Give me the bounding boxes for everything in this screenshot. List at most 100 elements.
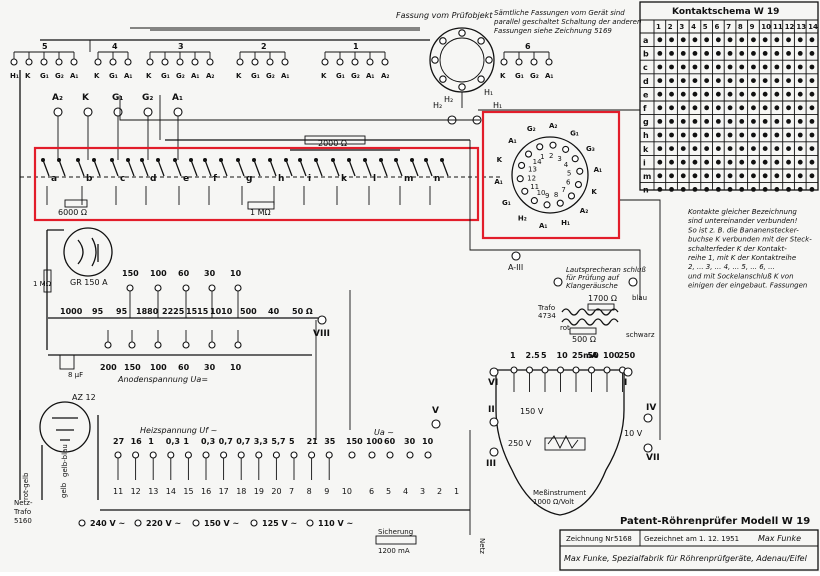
ua-socket[interactable] xyxy=(104,341,112,349)
switch-blade[interactable] xyxy=(58,159,66,177)
uf-socket[interactable] xyxy=(184,451,192,459)
contact-dot xyxy=(762,51,768,56)
contact-col-header: 6 xyxy=(715,23,720,31)
uf-socket[interactable] xyxy=(202,451,210,459)
contact-dot xyxy=(669,78,674,83)
switch-blade[interactable] xyxy=(204,159,212,177)
ug2-socket[interactable] xyxy=(208,284,216,292)
switch-blade[interactable] xyxy=(425,159,433,177)
right-note-line: buchse K verbunden mit der Steck- xyxy=(688,236,812,244)
uf-socket[interactable] xyxy=(325,451,333,459)
terminal-socket[interactable] xyxy=(173,107,183,117)
uf-socket[interactable] xyxy=(149,451,157,459)
ua-socket[interactable] xyxy=(182,341,190,349)
switch-blade[interactable] xyxy=(348,159,356,177)
switch-blade[interactable] xyxy=(253,159,261,177)
ua-socket[interactable] xyxy=(128,341,136,349)
uf-socket[interactable] xyxy=(308,451,316,459)
ug2-socket[interactable] xyxy=(154,284,162,292)
ua2-socket[interactable] xyxy=(386,451,394,459)
switch-blade[interactable] xyxy=(395,159,403,177)
ug2-socket[interactable] xyxy=(126,284,134,292)
ug2-value: 10 xyxy=(230,269,242,278)
terminal-socket[interactable] xyxy=(143,107,153,117)
switch-blade[interactable] xyxy=(190,159,198,177)
switch-blade[interactable] xyxy=(237,159,245,177)
terminal-socket[interactable] xyxy=(113,107,123,117)
switch-blade[interactable] xyxy=(269,159,277,177)
uf-socket[interactable] xyxy=(255,451,263,459)
contact-dot xyxy=(657,64,663,70)
uf-socket[interactable] xyxy=(114,451,122,459)
switch-blade[interactable] xyxy=(220,159,228,177)
contact-dot xyxy=(774,187,780,192)
meter-range-socket[interactable] xyxy=(510,366,518,374)
round-socket-pin xyxy=(518,161,526,169)
mains-tap[interactable] xyxy=(192,519,200,527)
contact-dot xyxy=(727,105,733,111)
uf-socket[interactable] xyxy=(220,451,228,459)
contact-dot xyxy=(774,173,780,179)
uf-socket[interactable] xyxy=(290,451,298,459)
round-socket-pin-label: K xyxy=(591,188,597,196)
switch-blade[interactable] xyxy=(141,159,149,177)
switch-blade[interactable] xyxy=(441,159,449,177)
terminal-socket[interactable] xyxy=(83,107,93,117)
switch-blade[interactable] xyxy=(364,159,372,177)
contact-dot xyxy=(797,159,803,165)
contact-dot xyxy=(727,187,733,192)
socket-pin xyxy=(281,58,289,66)
schwarz-label: schwarz xyxy=(626,331,655,339)
round-socket-pin-number: 13 xyxy=(528,166,537,174)
mains-tap[interactable] xyxy=(78,519,86,527)
uf-socket[interactable] xyxy=(237,451,245,459)
ua-socket[interactable] xyxy=(154,341,162,349)
ua-socket[interactable] xyxy=(234,341,242,349)
meter-range-socket[interactable] xyxy=(572,366,580,374)
terminal-label: A₁ xyxy=(172,93,183,103)
ua-socket[interactable] xyxy=(208,341,216,349)
meter-range-socket[interactable] xyxy=(541,366,549,374)
meter-range-socket[interactable] xyxy=(587,366,596,374)
ua2-socket[interactable] xyxy=(406,451,414,459)
switch-blade[interactable] xyxy=(111,159,119,177)
ua2-socket[interactable] xyxy=(348,451,356,459)
ua2-socket[interactable] xyxy=(368,451,376,459)
meter-range-socket[interactable] xyxy=(603,366,611,374)
switch-blade[interactable] xyxy=(285,159,293,177)
h2-terminal-label: H₂ xyxy=(433,101,442,110)
ug2-socket[interactable] xyxy=(234,284,242,292)
top-note-line-2: parallel geschaltet Schaltung der andere… xyxy=(493,18,641,26)
meter-range-value: 5 xyxy=(541,351,547,360)
switch-blade[interactable] xyxy=(315,159,323,177)
switch-blade[interactable] xyxy=(42,159,50,177)
socket-group-number: 4 xyxy=(112,42,118,51)
ug2-socket[interactable] xyxy=(182,284,190,292)
switch-blade[interactable] xyxy=(127,159,135,177)
switch-letter: e xyxy=(183,174,189,184)
mains-tap[interactable] xyxy=(250,519,258,527)
mains-tap[interactable] xyxy=(134,519,142,527)
meter-range-socket[interactable] xyxy=(556,366,565,374)
switch-blade[interactable] xyxy=(411,159,419,177)
ua2-socket[interactable] xyxy=(424,451,432,459)
switch-blade[interactable] xyxy=(157,159,165,177)
meter-range-socket[interactable] xyxy=(525,366,534,374)
uf-socket[interactable] xyxy=(167,451,175,459)
uf-socket[interactable] xyxy=(132,451,140,459)
top-socket-pin xyxy=(431,56,439,64)
switch-blade[interactable] xyxy=(332,159,340,177)
uf-socket[interactable] xyxy=(272,451,280,459)
round-socket-pin xyxy=(567,192,576,200)
mains-tap[interactable] xyxy=(306,519,314,527)
switch-blade[interactable] xyxy=(77,159,85,177)
switch-blade[interactable] xyxy=(380,159,388,177)
socket-group-number: 1 xyxy=(353,42,359,51)
terminal-socket[interactable] xyxy=(53,107,63,117)
switch-blade[interactable] xyxy=(299,159,307,177)
switch-blade[interactable] xyxy=(93,159,101,177)
switch-blade[interactable] xyxy=(174,159,182,177)
contact-row-header: i xyxy=(643,158,646,167)
